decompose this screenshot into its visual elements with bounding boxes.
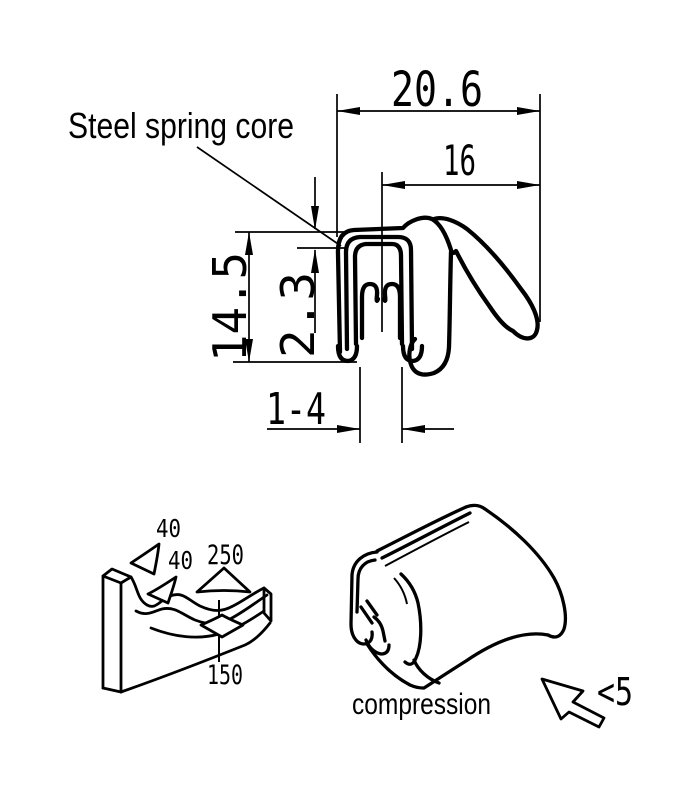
iso-ridge-edge-2 <box>380 511 472 560</box>
wall-bottom-edge <box>101 686 123 694</box>
bend-up-arrow <box>195 566 252 594</box>
bend-diamond-arrow <box>199 613 245 639</box>
iso-end-face-outer <box>349 550 379 646</box>
iso-mouth-mark-1 <box>359 605 374 625</box>
steel-core-line <box>343 234 415 352</box>
compression-direction-arrow <box>540 677 606 729</box>
dimension-lines <box>196 94 541 443</box>
iso-ridge-accent-line <box>384 521 470 567</box>
iso-lip-left-inner-line <box>393 577 408 605</box>
left-leg-bottom <box>335 343 360 364</box>
iso-body-bottom-edge <box>365 642 425 690</box>
cross-section-figure: 20.6 16 14.5 2.3 1-4 Steel spring core <box>68 62 541 443</box>
bend-radius-label-3: 250 <box>207 540 244 571</box>
dim-height-label: 14.5 <box>203 252 257 362</box>
bend-radii-figure: 40 40 250 150 <box>101 514 273 694</box>
iso-lip-foot-edge <box>412 658 441 685</box>
arrowhead <box>311 249 319 273</box>
strip-back-edge <box>129 575 266 612</box>
dim-total-width-label: 20.6 <box>391 62 483 118</box>
arrowhead <box>337 425 360 433</box>
cavity-line <box>352 241 405 347</box>
arrowhead <box>245 232 253 255</box>
arrowhead <box>337 107 360 115</box>
compression-limit-label: <5 <box>597 670 633 714</box>
strip-front-edge <box>134 593 269 626</box>
iso-lip-left-edge <box>399 572 423 666</box>
iso-end-face-inner <box>355 558 377 614</box>
iso-ridge-edge-1 <box>375 505 468 553</box>
arrowhead <box>402 425 425 433</box>
arrowhead <box>382 181 405 189</box>
compression-figure: compression <5 <box>349 503 633 729</box>
wall-bottom-sweep <box>119 621 272 694</box>
strip-end-face <box>262 586 273 623</box>
gripper-finger-right <box>381 281 403 341</box>
bend-radius-label-2: 40 <box>168 546 193 575</box>
steel-spring-core-callout: Steel spring core <box>68 105 294 146</box>
dim-lip-width-label: 16 <box>443 136 476 185</box>
iso-lip-top-edge <box>464 503 568 639</box>
compression-caption: compression <box>352 688 491 721</box>
gripper-finger-left <box>359 281 381 341</box>
dim-core-offset-label: 2.3 <box>271 272 325 358</box>
bend-radius-label-4: 150 <box>207 660 243 691</box>
wall-top-face <box>101 567 133 585</box>
callout-leader-line <box>196 146 342 247</box>
bend-arrow-2 <box>146 575 178 605</box>
right-leg-bottom <box>400 343 425 364</box>
iso-mouth-mark-2 <box>365 599 379 617</box>
bend-arrow-1 <box>129 542 161 576</box>
seal-profile <box>335 215 540 377</box>
arrowhead <box>245 339 253 362</box>
iso-mouth-hook <box>372 615 387 643</box>
dim-clamp-range-label: 1-4 <box>266 384 326 435</box>
profile-skin-and-lip-outline <box>335 215 540 355</box>
arrowhead <box>311 206 319 230</box>
iso-lip-bottom-edge <box>422 632 550 690</box>
arrowhead <box>517 107 540 115</box>
profile-right-wall-and-foot <box>407 249 454 377</box>
bend-radius-label-1: 40 <box>156 514 181 543</box>
arrowhead <box>517 181 540 189</box>
